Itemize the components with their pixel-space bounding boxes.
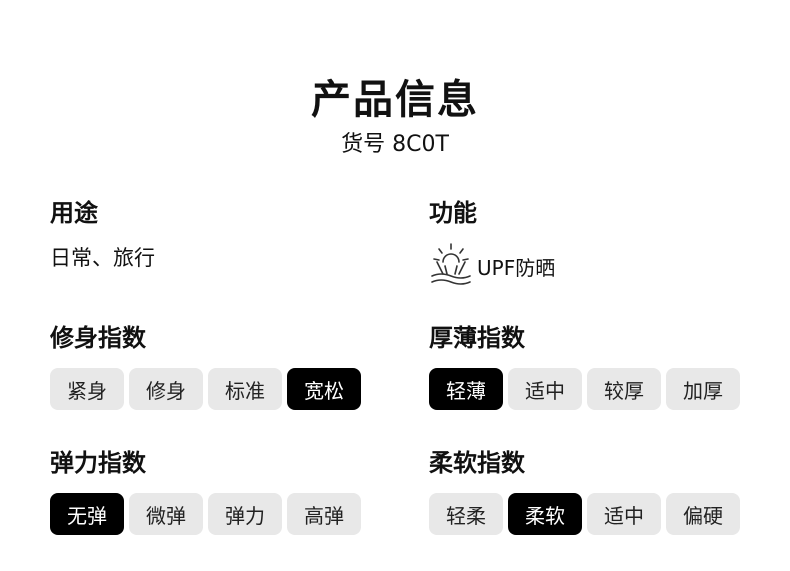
elasticity-option-chip: 高弹 [287,493,361,535]
elasticity-option-chip: 弹力 [208,493,282,535]
softness-heading: 柔软指数 [429,449,525,477]
softness-options: 轻柔 柔软 适中 偏硬 [429,493,759,535]
softness-option-chip: 适中 [587,493,661,535]
usage-section: 用途 日常、旅行 [50,197,380,273]
sun-shield-icon [429,240,473,292]
thickness-heading: 厚薄指数 [429,324,525,352]
softness-option-chip: 柔软 [508,493,582,535]
thickness-section: 厚薄指数 轻薄 适中 较厚 加厚 [429,322,759,410]
elasticity-options: 无弹 微弹 弹力 高弹 [50,493,380,535]
fit-section: 修身指数 紧身 修身 标准 宽松 [50,322,380,410]
softness-option-chip: 偏硬 [666,493,740,535]
function-label: UPF防晒 [477,255,556,280]
fit-option-chip: 宽松 [287,368,361,410]
function-section: 功能 UPF防晒 [429,197,759,291]
function-heading: 功能 [429,199,477,227]
thickness-option-chip: 较厚 [587,368,661,410]
elasticity-option-chip: 无弹 [50,493,124,535]
softness-section: 柔软指数 轻柔 柔软 适中 偏硬 [429,447,759,535]
fit-option-chip: 标准 [208,368,282,410]
fit-option-chip: 紧身 [50,368,124,410]
thickness-option-chip: 轻薄 [429,368,503,410]
thickness-options: 轻薄 适中 较厚 加厚 [429,368,759,410]
product-sku: 货号 8C0T [341,132,449,157]
usage-value: 日常、旅行 [50,246,155,270]
elasticity-option-chip: 微弹 [129,493,203,535]
usage-heading: 用途 [50,199,98,227]
page-title: 产品信息 [311,77,479,123]
fit-heading: 修身指数 [50,324,146,352]
softness-option-chip: 轻柔 [429,493,503,535]
thickness-option-chip: 加厚 [666,368,740,410]
fit-options: 紧身 修身 标准 宽松 [50,368,380,410]
elasticity-heading: 弹力指数 [50,449,146,477]
thickness-option-chip: 适中 [508,368,582,410]
function-feature: UPF防晒 [429,241,759,291]
fit-option-chip: 修身 [129,368,203,410]
elasticity-section: 弹力指数 无弹 微弹 弹力 高弹 [50,447,380,535]
